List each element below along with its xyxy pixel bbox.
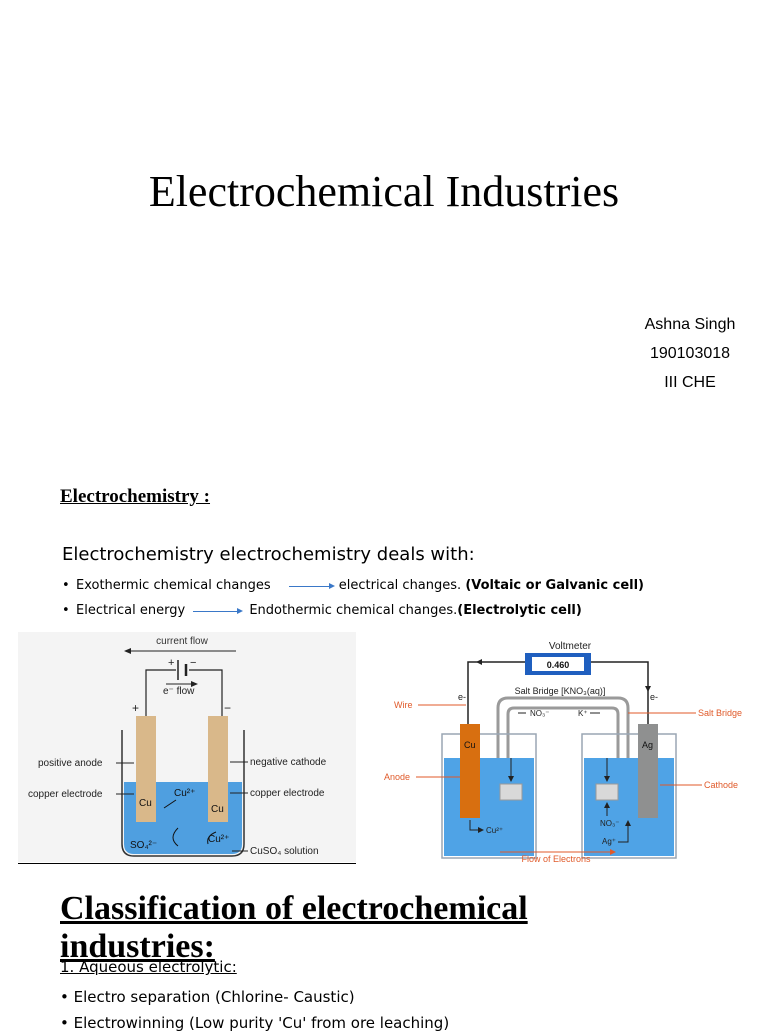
- cu-ion-top: Cu²⁺: [174, 788, 195, 799]
- left-beaker-icon: [441, 733, 537, 859]
- electron-right-label: e-: [650, 692, 658, 702]
- bullet-bold-text: (Electrolytic cell): [457, 603, 582, 618]
- galvanic-cell-diagram: Voltmeter 0.460 e- e- Salt Bridge [KNO₃(…: [380, 634, 760, 866]
- classification-heading: Classification of electrochemical indust…: [60, 890, 528, 965]
- battery-minus: −: [190, 657, 196, 669]
- cuso4-solution-label: CuSO₄ solution: [250, 846, 319, 857]
- bullet-icon: •: [62, 578, 70, 593]
- current-flow-label: current flow: [156, 636, 208, 647]
- sulfate-label: SO₄²⁻: [130, 840, 157, 851]
- right-beaker-icon: [581, 733, 677, 859]
- salt-bridge-title: Salt Bridge [KNO₃(aq)]: [515, 686, 606, 696]
- cathode-label: Cathode: [704, 780, 738, 790]
- copper-electrode: [460, 724, 480, 818]
- list-item-electro-separation: • Electro separation (Chlorine- Caustic): [60, 988, 355, 1006]
- anode-label: Anode: [384, 772, 410, 782]
- bullet-right-text: Endothermic chemical changes.: [249, 603, 458, 618]
- silver-electrode: [638, 724, 658, 818]
- cu-electrode-label: Cu: [464, 740, 476, 750]
- ag-electrode-label: Ag: [642, 740, 653, 750]
- beaker-icon: [121, 730, 245, 857]
- copper-anode: [136, 716, 156, 822]
- cu-cathode-label: Cu: [211, 804, 224, 815]
- bullet-icon: •: [62, 603, 70, 618]
- bullet-galvanic: • Exothermic chemical changes electrical …: [62, 578, 644, 593]
- right-solution: [584, 758, 674, 856]
- electron-flow-caption: Flow of Electrons: [521, 854, 591, 864]
- voltmeter-label: Voltmeter: [549, 641, 592, 652]
- author-class: III CHE: [664, 374, 716, 391]
- salt-bridge-label: Salt Bridge: [698, 708, 742, 718]
- left-solution: [444, 758, 534, 856]
- page-title: Electrochemical Industries: [148, 167, 620, 216]
- right-plug: [595, 783, 619, 801]
- bullet-bold-text: (Voltaic or Galvanic cell): [465, 578, 644, 593]
- potassium-ion-label: K⁺: [578, 709, 588, 718]
- copper-ion-label: Cu²⁺: [486, 826, 503, 835]
- positive-anode-label: positive anode: [38, 758, 103, 769]
- section-heading-electrochemistry: Electrochemistry :: [60, 486, 211, 507]
- voltmeter-reading: 0.460: [547, 660, 570, 670]
- cathode-minus: −: [224, 701, 231, 715]
- nitrate-low-label: NO₃⁻: [600, 819, 619, 828]
- electron-left-label: e-: [458, 692, 466, 702]
- electrolytic-cell-diagram: current flow + − e⁻ flow + − Cu Cu Cu²⁺ …: [18, 632, 356, 862]
- list-item-aqueous: 1. Aqueous electrolytic:: [60, 958, 237, 976]
- author-name: Ashna Singh: [644, 316, 736, 333]
- list-item-electrowinning: • Electrowinning (Low purity 'Cu' from o…: [60, 1014, 450, 1032]
- cu-ion-bottom: Cu²⁺: [208, 834, 229, 845]
- divider: [18, 863, 356, 864]
- bullet-electrolytic: • Electrical energy Endothermic chemical …: [62, 603, 582, 618]
- copper-cathode: [208, 716, 228, 822]
- electron-flow-label: e⁻ flow: [163, 686, 195, 697]
- bullet-left-text: Exothermic chemical changes: [76, 578, 271, 593]
- author-roll-number: 190103018: [649, 345, 731, 362]
- silver-ion-label: Ag⁺: [602, 837, 616, 846]
- copper-electrode-right-label: copper electrode: [250, 788, 325, 799]
- left-plug: [499, 783, 523, 801]
- nitrate-ion-label: NO₃⁻: [530, 709, 549, 718]
- anode-plus: +: [132, 701, 139, 715]
- negative-cathode-label: negative cathode: [250, 757, 327, 768]
- copper-electrode-left-label: copper electrode: [28, 789, 103, 800]
- wire-label: Wire: [394, 700, 413, 710]
- cu-anode-label: Cu: [139, 798, 152, 809]
- salt-bridge-tube: [496, 696, 630, 784]
- battery-plus: +: [168, 657, 174, 669]
- intro-text: Electrochemistry electrochemistry deals …: [62, 544, 475, 565]
- arrow-right-icon: [193, 607, 244, 615]
- bullet-right-text: electrical changes.: [338, 578, 462, 593]
- arrow-right-icon: [288, 582, 335, 590]
- bullet-left-text: Electrical energy: [76, 603, 186, 618]
